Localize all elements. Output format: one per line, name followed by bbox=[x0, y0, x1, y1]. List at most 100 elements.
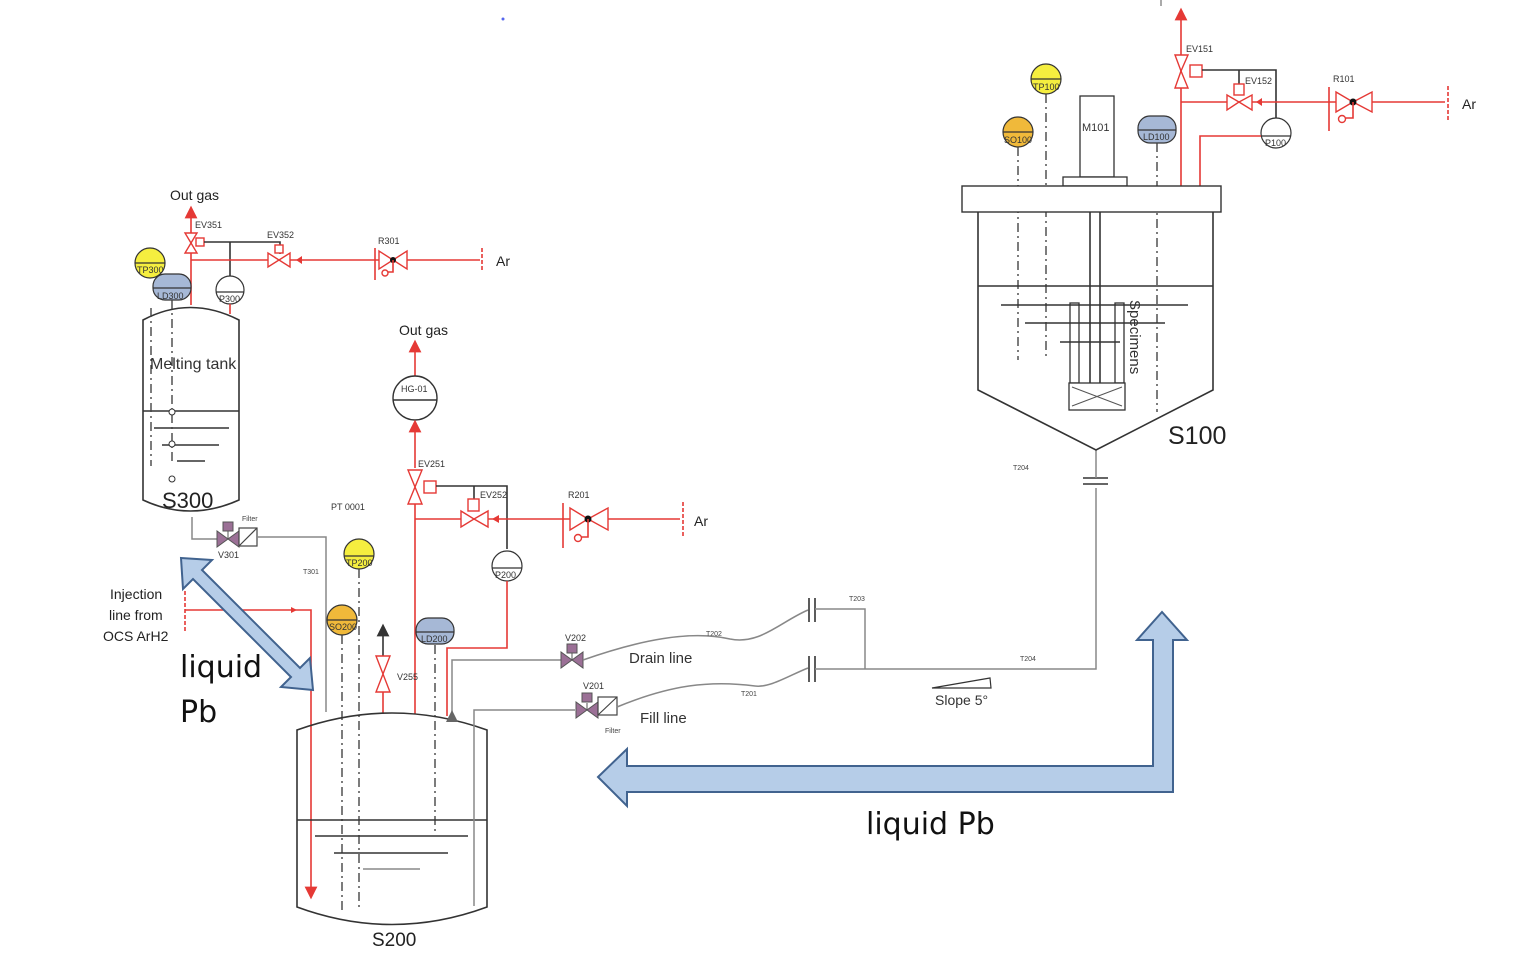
tp100-sensor[interactable]: TP100 bbox=[1030, 63, 1062, 95]
svg-text:TP300: TP300 bbox=[137, 265, 164, 275]
fill-line-pipe bbox=[616, 667, 809, 708]
svg-text:SO200: SO200 bbox=[329, 622, 357, 632]
ev-control-line bbox=[204, 241, 281, 254]
svg-text:TP100: TP100 bbox=[1033, 82, 1060, 92]
t203-pipe bbox=[815, 608, 866, 669]
s300-ar-label: Ar bbox=[496, 253, 510, 269]
ev351-valve[interactable] bbox=[183, 232, 205, 254]
t204-label-lower: T204 bbox=[1020, 656, 1036, 663]
s300-tank[interactable]: Melting tank S300 bbox=[142, 300, 240, 513]
so200-sensor[interactable]: SO200 bbox=[326, 604, 358, 636]
r301-label: R301 bbox=[378, 236, 400, 246]
v202-valve[interactable] bbox=[560, 643, 584, 669]
v201-filter bbox=[597, 696, 618, 716]
so100-sensor[interactable]: SO100 bbox=[1002, 116, 1034, 148]
s200-id: S200 bbox=[372, 930, 416, 951]
slope-indicator bbox=[931, 677, 992, 689]
s300-outlet-pipe bbox=[191, 517, 218, 540]
ev351-label: EV351 bbox=[195, 220, 222, 230]
p100-red-line bbox=[1199, 135, 1261, 186]
injection-label-1: Injection bbox=[110, 586, 162, 602]
pt0001-label: PT 0001 bbox=[331, 502, 365, 512]
v301-filter bbox=[238, 527, 258, 547]
drain-flange bbox=[808, 598, 816, 622]
v201-filter-label: Filter bbox=[605, 728, 621, 735]
ev251-valve[interactable] bbox=[406, 469, 437, 505]
v201-valve[interactable] bbox=[575, 692, 599, 719]
tp300-sensor[interactable]: TP300 bbox=[134, 247, 166, 279]
s100-tank[interactable]: Specimens S100 bbox=[961, 185, 1226, 451]
svg-text:HG-01: HG-01 bbox=[401, 384, 428, 394]
ev151-label: EV151 bbox=[1186, 44, 1213, 54]
s300-out-gas-label: Out gas bbox=[170, 187, 219, 203]
t204-label-upper: T204 bbox=[1013, 465, 1029, 472]
t301-pipe bbox=[257, 536, 327, 712]
ld200-sensor[interactable]: LD200 bbox=[415, 617, 455, 645]
ev352-label: EV352 bbox=[267, 230, 294, 240]
s200-ar-label: Ar bbox=[694, 513, 708, 529]
drain-line-label: Drain line bbox=[629, 650, 692, 667]
s300-id: S300 bbox=[162, 488, 213, 513]
injection-label-2: line from bbox=[109, 607, 163, 623]
p200-gauge[interactable]: P200 bbox=[491, 550, 523, 582]
v301-filter-label: Filter bbox=[242, 516, 258, 523]
stray-dot bbox=[501, 17, 505, 21]
fill-inner-pipe bbox=[473, 709, 575, 906]
r301-regulator[interactable] bbox=[374, 248, 408, 280]
r101-label: R101 bbox=[1333, 74, 1355, 84]
liquid-pb-bottom-arrow bbox=[596, 610, 1190, 809]
t201-label: T201 bbox=[741, 691, 757, 698]
s200-gas-block: Out gas HG-01 EV251 EV252 R201 bbox=[331, 322, 708, 716]
v301-valve[interactable] bbox=[216, 521, 240, 548]
svg-text:LD100: LD100 bbox=[1143, 132, 1170, 142]
s300-name: Melting tank bbox=[150, 356, 237, 373]
left-flow-label-2: Pb bbox=[180, 695, 217, 730]
t203-label: T203 bbox=[849, 596, 865, 603]
hg01-instrument[interactable]: HG-01 bbox=[392, 375, 438, 421]
left-flow-label-1: liquid bbox=[180, 650, 262, 685]
svg-text:LD300: LD300 bbox=[157, 291, 184, 301]
r201-label: R201 bbox=[568, 490, 590, 500]
ev252-valve[interactable] bbox=[460, 498, 489, 529]
drain-inner-pipe bbox=[446, 659, 565, 722]
ev151-valve[interactable] bbox=[1173, 54, 1203, 89]
svg-text:M101: M101 bbox=[1082, 122, 1110, 134]
injection-line: Injection line from OCS ArH2 bbox=[103, 586, 318, 900]
s200-out-gas-label: Out gas bbox=[399, 322, 448, 338]
v202-label: V202 bbox=[565, 633, 586, 643]
v255-valve[interactable] bbox=[374, 623, 392, 714]
s100-gas-block: EV151 EV152 R101 Ar P100 bbox=[1160, 0, 1476, 186]
injection-label-3: OCS ArH2 bbox=[103, 628, 169, 644]
ld100-sensor[interactable]: LD100 bbox=[1137, 115, 1177, 144]
p200-red-line bbox=[446, 581, 508, 716]
ev152-label: EV152 bbox=[1245, 76, 1272, 86]
s100-outlet-flange bbox=[1083, 477, 1108, 485]
m101-motor[interactable]: M101 bbox=[1062, 95, 1128, 187]
svg-text:SO100: SO100 bbox=[1004, 135, 1032, 145]
ev352-valve[interactable] bbox=[267, 244, 291, 269]
p300-gauge[interactable]: P300 bbox=[215, 275, 245, 305]
ev152-valve[interactable] bbox=[1226, 83, 1253, 112]
s200-tank[interactable]: S200 bbox=[296, 712, 488, 951]
t301-label: T301 bbox=[303, 569, 319, 576]
p100-gauge[interactable]: P100 bbox=[1260, 117, 1292, 149]
ev-control-line-s200 bbox=[436, 485, 508, 549]
v255-label: V255 bbox=[397, 672, 418, 682]
v201-label: V201 bbox=[583, 681, 604, 691]
drain-line-pipe bbox=[582, 609, 809, 661]
liquid-pb-left-arrow bbox=[179, 556, 315, 692]
fill-flange bbox=[808, 656, 816, 682]
tp200-sensor[interactable]: TP200 bbox=[343, 538, 375, 570]
r101-regulator[interactable] bbox=[1328, 87, 1373, 131]
fill-line-label: Fill line bbox=[640, 710, 687, 727]
ev252-label: EV252 bbox=[480, 490, 507, 500]
r201-regulator[interactable] bbox=[562, 503, 609, 548]
slope-label: Slope 5° bbox=[935, 692, 988, 708]
ld300-sensor[interactable]: LD300 bbox=[152, 273, 192, 301]
specimens-label: Specimens bbox=[1126, 300, 1143, 374]
t204-pipe bbox=[815, 488, 1097, 670]
bottom-flow-label: liquid Pb bbox=[866, 807, 995, 842]
svg-text:TP200: TP200 bbox=[346, 558, 373, 568]
v301-label: V301 bbox=[218, 550, 239, 560]
